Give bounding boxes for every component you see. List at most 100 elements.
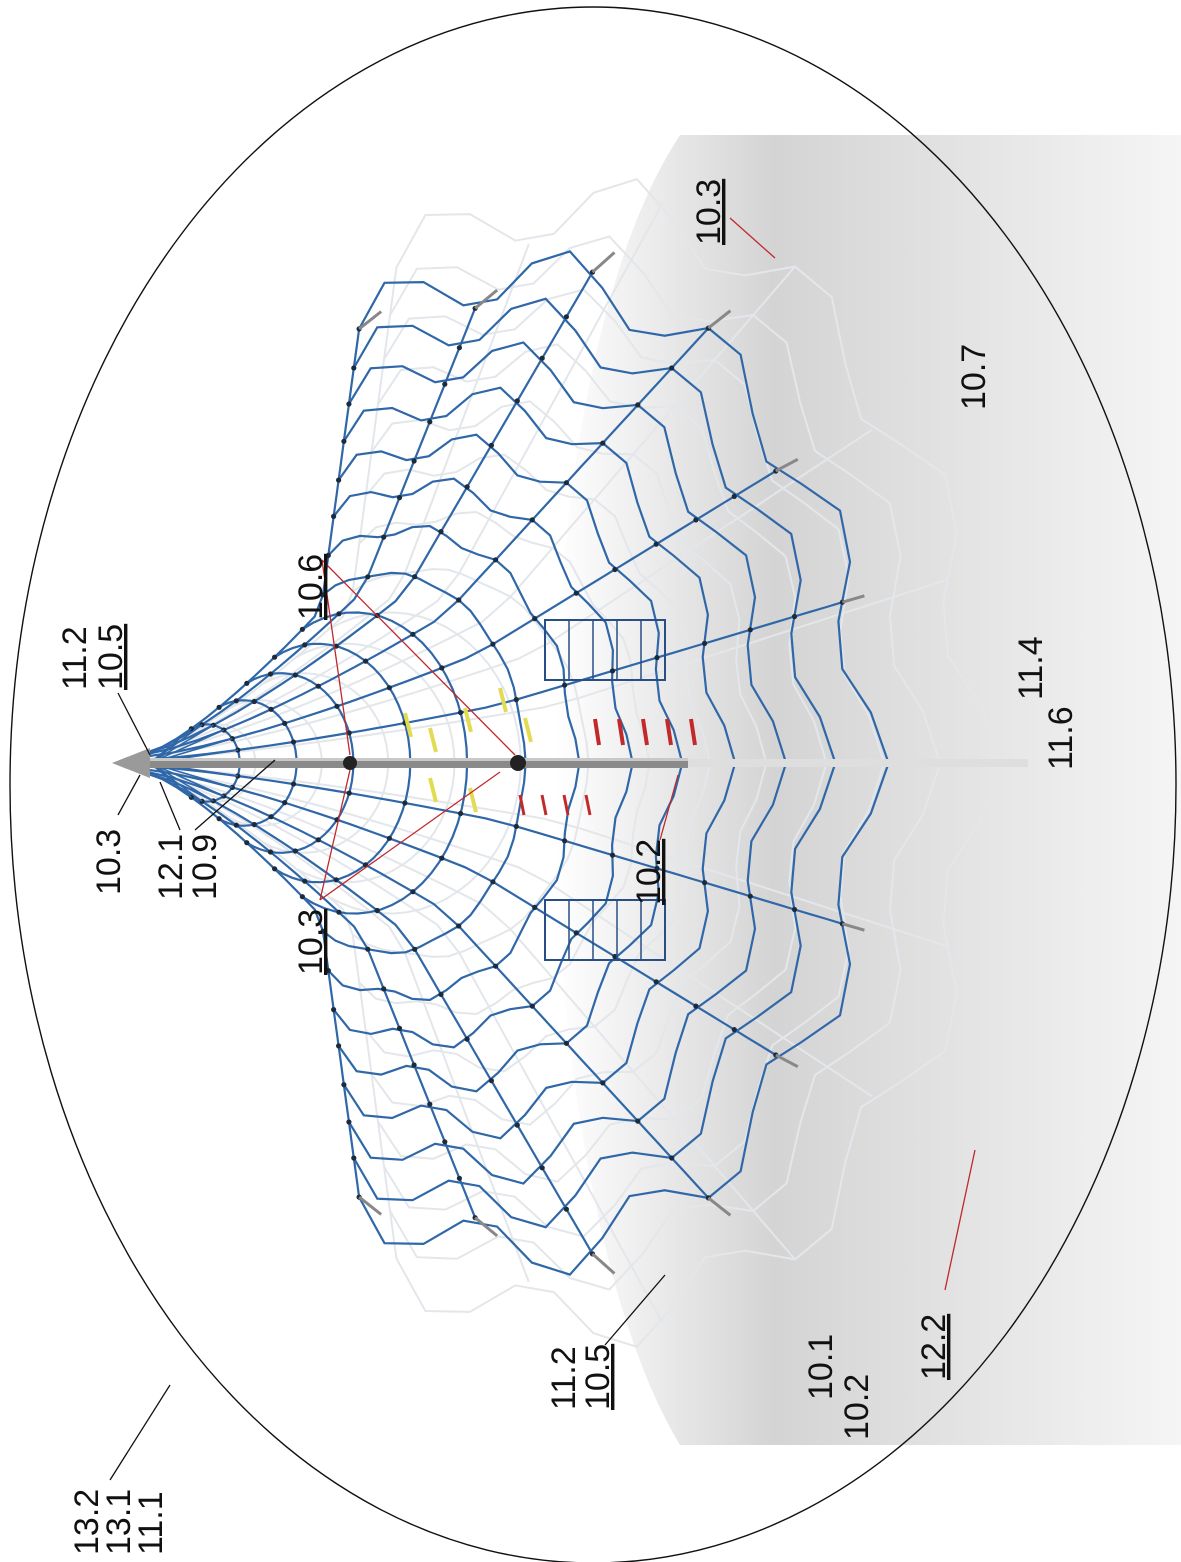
net-knot bbox=[702, 880, 708, 886]
label-10-3-ring: 10.3 bbox=[292, 909, 330, 975]
net-knot bbox=[563, 480, 570, 486]
net-knot bbox=[333, 877, 339, 883]
net-knot bbox=[341, 438, 347, 444]
net-knot bbox=[539, 1165, 545, 1171]
net-knot bbox=[336, 477, 342, 483]
net-knot bbox=[456, 597, 462, 603]
climbing-rungs bbox=[403, 619, 697, 961]
net-knot bbox=[532, 904, 538, 911]
label-11-1: 11.1 bbox=[132, 1491, 170, 1555]
net-knot bbox=[381, 986, 387, 992]
ground-anchor bbox=[775, 457, 799, 473]
net-knot bbox=[325, 552, 331, 559]
net-radial-rope bbox=[144, 271, 594, 755]
net-knot bbox=[267, 671, 274, 677]
mast-hub-upper bbox=[343, 756, 357, 770]
net-knot bbox=[488, 442, 494, 448]
apex-cable bbox=[149, 729, 225, 764]
net-knot bbox=[396, 1025, 403, 1031]
label-11-6: 11.6 bbox=[1042, 706, 1080, 770]
net-knot bbox=[791, 613, 798, 620]
net-knot bbox=[464, 1036, 470, 1042]
yellow-rung bbox=[463, 707, 473, 733]
yellow-rung bbox=[403, 712, 413, 738]
net-knot bbox=[438, 529, 444, 535]
net-radial-rope bbox=[144, 765, 843, 925]
net-knot bbox=[341, 1082, 347, 1088]
label-10-7: 10.7 bbox=[955, 344, 993, 410]
net-knot bbox=[458, 810, 464, 817]
net-knot bbox=[411, 458, 417, 464]
ground-anchor bbox=[358, 310, 383, 331]
net-knot bbox=[529, 1003, 535, 1009]
net-knot bbox=[336, 611, 342, 617]
net-knot bbox=[302, 642, 308, 648]
net-knot bbox=[411, 1062, 417, 1068]
net-knot bbox=[539, 355, 545, 361]
net-knot bbox=[229, 784, 235, 791]
mast-cap bbox=[112, 748, 150, 778]
apex-cable bbox=[149, 762, 192, 798]
net-radial-rope bbox=[144, 428, 873, 758]
yellow-rung bbox=[428, 727, 438, 753]
ground-anchor bbox=[591, 251, 616, 274]
net-knot bbox=[363, 658, 369, 664]
ground-anchor bbox=[474, 1216, 499, 1238]
net-knot bbox=[654, 865, 660, 872]
label-12-2: 12.2 bbox=[915, 1314, 953, 1380]
mast-hub-lower bbox=[510, 755, 526, 771]
net-knot bbox=[325, 968, 331, 974]
net-knot bbox=[442, 1139, 448, 1145]
callout-labels: 11.2 10.5 10.3 12.1 10.9 10.3 10.6 10.2 … bbox=[56, 179, 1080, 1555]
net-knot bbox=[299, 626, 305, 632]
net-radial-rope bbox=[144, 771, 530, 1283]
net-knot bbox=[412, 574, 418, 580]
net-radial-rope bbox=[144, 202, 664, 755]
net-radial-rope bbox=[144, 768, 777, 1056]
net-knot bbox=[513, 697, 519, 703]
net-knot bbox=[381, 534, 387, 540]
net-knot bbox=[216, 816, 222, 822]
ladder-frame bbox=[544, 619, 666, 681]
net-radial-rope bbox=[144, 470, 777, 758]
net-knot bbox=[439, 665, 445, 671]
net-knot bbox=[731, 493, 737, 499]
net-knot bbox=[600, 440, 606, 446]
ladder-frame bbox=[544, 899, 666, 961]
net-knot bbox=[458, 709, 464, 716]
red-rung bbox=[689, 718, 697, 746]
net-knot bbox=[669, 1155, 675, 1161]
net-knot bbox=[244, 680, 250, 686]
net-knot bbox=[216, 704, 222, 710]
net-knot bbox=[272, 866, 278, 872]
net-knot bbox=[251, 821, 257, 828]
net-knot bbox=[669, 365, 675, 371]
label-13-2: 13.2 bbox=[68, 1489, 106, 1555]
net-knot bbox=[612, 566, 618, 573]
net-knot bbox=[731, 1027, 737, 1033]
net-knot bbox=[702, 640, 708, 647]
net-knot bbox=[488, 1078, 494, 1084]
label-10-2-mast-base: 10.2 bbox=[630, 839, 668, 905]
central-mast bbox=[112, 748, 1028, 778]
label-10-3-mast-tip: 10.3 bbox=[90, 829, 128, 895]
net-knot bbox=[346, 1119, 352, 1125]
net-knot bbox=[609, 668, 616, 674]
apex-cable bbox=[149, 724, 203, 764]
net-knot bbox=[427, 1101, 433, 1107]
ground-anchor bbox=[775, 1053, 799, 1069]
leader-lines bbox=[109, 217, 976, 1481]
net-knot bbox=[299, 894, 305, 900]
ground-anchor bbox=[707, 1196, 732, 1217]
net-knot bbox=[244, 840, 250, 846]
net-knot bbox=[562, 682, 568, 688]
net-knot bbox=[320, 592, 326, 598]
net-knot bbox=[609, 852, 616, 858]
net-knot bbox=[456, 923, 462, 929]
net-radial-rope bbox=[144, 265, 796, 756]
label-10-9: 10.9 bbox=[186, 834, 224, 900]
net-knot bbox=[456, 345, 462, 351]
net-knot bbox=[365, 946, 371, 952]
net-knot bbox=[251, 698, 257, 705]
net-knot bbox=[439, 855, 445, 861]
